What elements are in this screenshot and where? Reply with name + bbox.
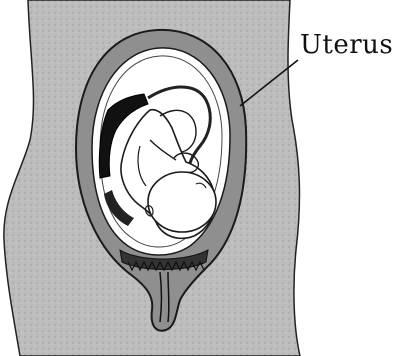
uterus-label: Uterus [300,32,393,58]
fetus-head [148,172,216,232]
